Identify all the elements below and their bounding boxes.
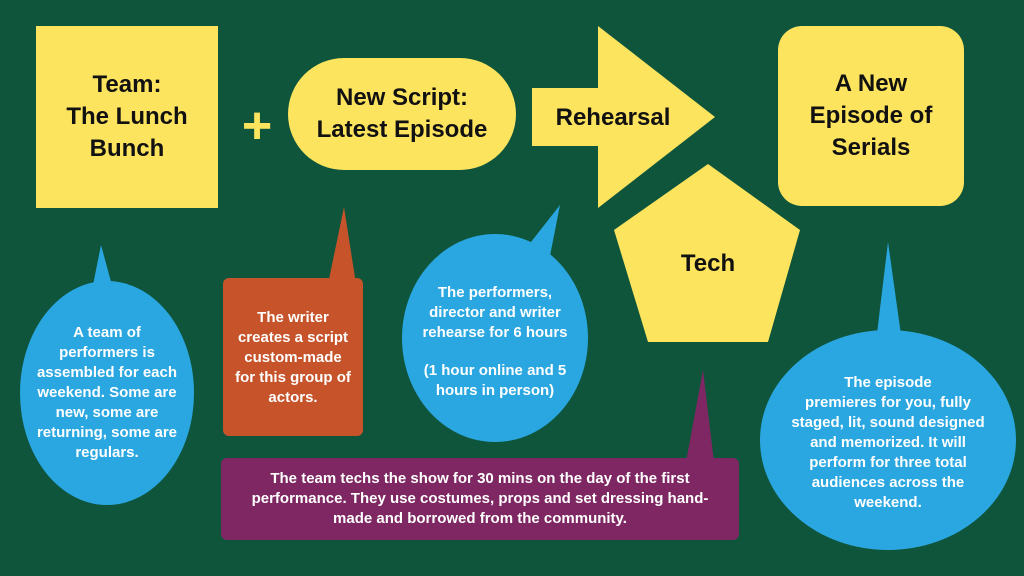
team-note-text: A team of performers is assembled for ea… bbox=[36, 324, 178, 461]
episode-label: A New Episode of Serials bbox=[809, 70, 933, 161]
rehearsal-arrow bbox=[532, 26, 715, 208]
rehearsal-note-text-1: The performers, director and writer rehe… bbox=[422, 284, 568, 341]
writer-note-pointer bbox=[328, 207, 356, 284]
rehearsal-note-text-2: (1 hour online and 5 hours in person) bbox=[423, 362, 567, 399]
tech-note-text: The team techs the show for 30 mins on t… bbox=[251, 470, 709, 527]
episode-note-pointer bbox=[876, 242, 902, 342]
episode-note-text: The episode premieres for you, fully sta… bbox=[791, 374, 985, 511]
tech-note-pointer bbox=[686, 370, 714, 462]
tech-label: Tech bbox=[680, 250, 736, 277]
rehearsal-label: Rehearsal bbox=[555, 104, 671, 131]
episode-note-bubble bbox=[760, 330, 1016, 550]
rehearsal-note-bubble bbox=[402, 234, 588, 442]
episode-box bbox=[778, 26, 964, 206]
team-box bbox=[36, 26, 218, 208]
tech-pentagon bbox=[614, 164, 800, 342]
script-pill bbox=[288, 58, 516, 170]
plus-sign: + bbox=[241, 97, 273, 155]
writer-note-text: The writer creates a script custom-made … bbox=[235, 309, 351, 406]
script-label: New Script: Latest Episode bbox=[316, 84, 488, 143]
team-label: Team: The Lunch Bunch bbox=[66, 71, 188, 162]
team-note-bubble bbox=[20, 281, 194, 505]
writer-note-box bbox=[223, 278, 363, 436]
tech-note-box bbox=[221, 458, 739, 540]
